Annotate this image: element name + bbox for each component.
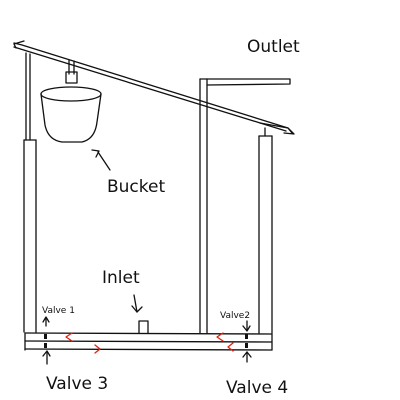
bucket-hanger [65, 59, 78, 84]
left-upper-rod [25, 52, 31, 141]
valve-3-marker [44, 343, 47, 348]
middle-vertical-pipe [199, 78, 208, 334]
label-valve-2: Valve2 [220, 311, 250, 321]
sloped-beam [13, 40, 295, 135]
outlet-pipe [206, 78, 291, 86]
label-valve-1: Valve 1 [42, 306, 75, 316]
label-valve-3: Valve 3 [46, 374, 108, 394]
label-bucket: Bucket [107, 177, 165, 197]
right-column [258, 127, 273, 334]
inlet-stub [138, 320, 149, 334]
flow-arrows [65, 332, 234, 354]
bucket [40, 86, 102, 143]
label-inlet: Inlet [102, 268, 140, 288]
inlet-arrow [131, 294, 143, 313]
bucket-arrow [91, 149, 111, 171]
valve-markers [44, 334, 248, 348]
left-column [23, 139, 37, 333]
valve-1-marker [44, 334, 47, 339]
label-outlet: Outlet [247, 37, 300, 57]
valve-2-marker [245, 334, 248, 339]
label-valve-4: Valve 4 [226, 378, 288, 398]
bottom-pipes [24, 332, 273, 351]
valve-label-arrows [42, 316, 252, 365]
valve-4-marker [245, 343, 248, 348]
